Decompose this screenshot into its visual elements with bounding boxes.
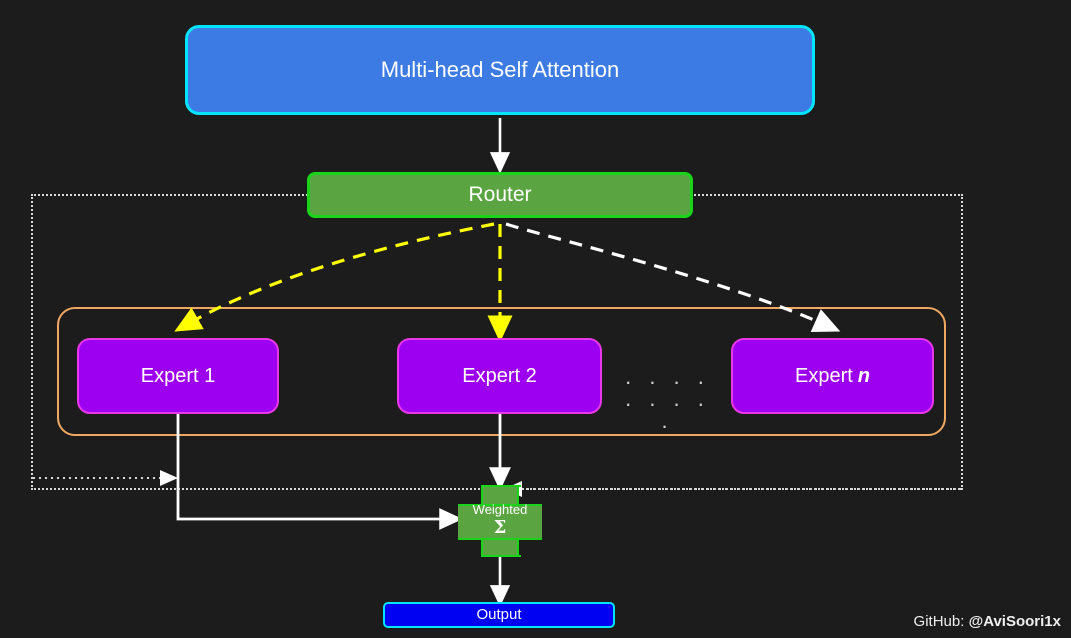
router-block[interactable]: Router — [307, 172, 693, 218]
expert-1-block[interactable]: Expert 1 — [77, 338, 279, 414]
router-label: Router — [468, 182, 532, 206]
expert-1-label: Expert 1 — [140, 364, 216, 387]
output-label: Output — [476, 606, 522, 624]
expert-2-block[interactable]: Expert 2 — [397, 338, 602, 414]
expert-ellipsis: . . . . . . . . . — [625, 364, 710, 433]
expert-n-index: n — [857, 364, 871, 387]
expert-n-label: Expert — [794, 364, 853, 387]
github-credit-prefix: GitHub: — [913, 613, 969, 630]
multi-head-self-attention-block[interactable]: Multi-head Self Attention — [185, 25, 815, 115]
attention-label: Multi-head Self Attention — [380, 57, 620, 83]
output-block[interactable]: Output — [383, 602, 615, 628]
weighted-sum-label: Weighted — [472, 502, 528, 518]
expert-2-label: Expert 2 — [462, 364, 537, 387]
cross-horizontal-arm — [458, 504, 542, 540]
github-handle: @AviSoori1x — [968, 613, 1061, 630]
sigma-icon: Σ — [493, 517, 507, 539]
weighted-sum-label-group: Weighted Σ — [458, 485, 542, 557]
github-credit: GitHub: @AviSoori1x — [914, 613, 1061, 630]
weighted-sum-block[interactable]: Weighted Σ — [458, 485, 542, 557]
